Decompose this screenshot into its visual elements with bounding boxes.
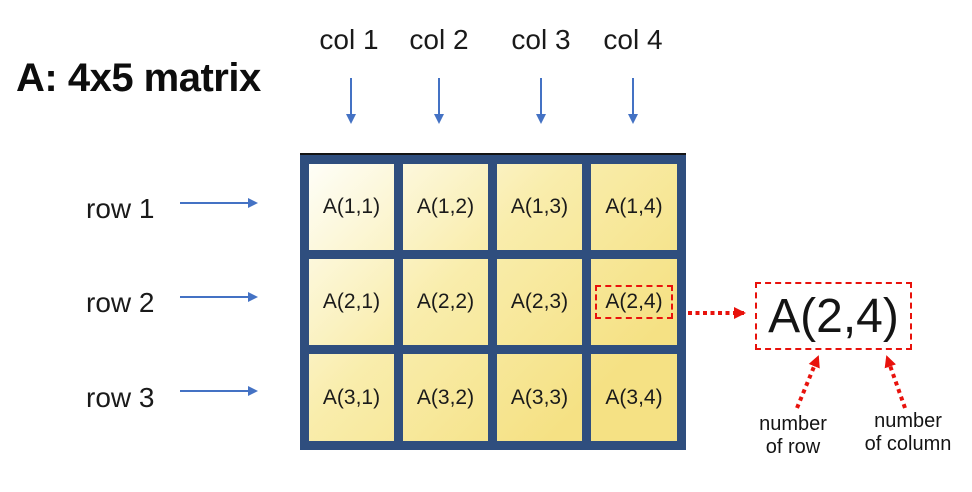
row-label-2: row 2 xyxy=(86,287,155,318)
row-note-line-2: of row xyxy=(765,436,821,458)
cell-text: A(2,1) xyxy=(322,290,381,313)
cell-text: A(3,2) xyxy=(416,385,475,409)
col-label-2: col 2 xyxy=(409,24,469,55)
cell-text: A(1,4) xyxy=(605,195,663,218)
cell-text: A(3,4) xyxy=(605,385,663,409)
col-label-3: col 3 xyxy=(511,24,571,55)
matrix-cell-3-3: A(3,3) xyxy=(497,354,591,441)
row-note-arrow-icon xyxy=(795,355,820,409)
matrix-cell-3-2: A(3,2) xyxy=(403,354,497,441)
callout-value: A(2,4) xyxy=(768,289,899,343)
cell-text: A(2,2) xyxy=(416,290,475,313)
cell-text: A(3,1) xyxy=(322,385,381,409)
col-note: number of column xyxy=(853,410,963,456)
row-label-1: row 1 xyxy=(86,193,155,224)
matrix-cell-3-1: A(3,1) xyxy=(309,354,403,441)
col-note-line-1: number xyxy=(874,410,942,432)
cell-text: A(1,3) xyxy=(510,195,569,218)
matrix-cell-1-3: A(1,3) xyxy=(497,164,591,259)
col-note-arrow-icon xyxy=(884,355,907,409)
matrix-cell-2-1: A(2,1) xyxy=(309,259,403,354)
matrix-table: A(1,1) A(1,2) A(1,3) A(1,4) A(2,1) A(2,2… xyxy=(300,155,686,450)
highlighted-cell-outline: A(2,4) xyxy=(595,285,673,319)
matrix-cell-1-4: A(1,4) xyxy=(591,164,677,259)
cell-text: A(1,2) xyxy=(416,195,475,218)
row-label-3: row 3 xyxy=(86,382,155,413)
cell-text: A(1,1) xyxy=(322,195,381,218)
matrix-cell-2-2: A(2,2) xyxy=(403,259,497,354)
cell-text: A(3,3) xyxy=(510,385,569,409)
matrix-cell-1-2: A(1,2) xyxy=(403,164,497,259)
page-title: A: 4x5 matrix xyxy=(16,56,261,100)
row-note: number of row xyxy=(748,413,838,459)
col-label-4: col 4 xyxy=(603,24,663,55)
row-note-line-1: number xyxy=(759,413,827,435)
col-note-line-2: of column xyxy=(864,433,952,455)
matrix-cell-3-4: A(3,4) xyxy=(591,354,677,441)
matrix-cell-1-1: A(1,1) xyxy=(309,164,403,259)
callout-box: A(2,4) xyxy=(755,282,912,350)
col-label-1: col 1 xyxy=(319,24,379,55)
matrix-cell-2-4-highlighted: A(2,4) xyxy=(591,259,677,354)
cell-text: A(2,3) xyxy=(510,290,569,313)
matrix-cell-2-3: A(2,3) xyxy=(497,259,591,354)
